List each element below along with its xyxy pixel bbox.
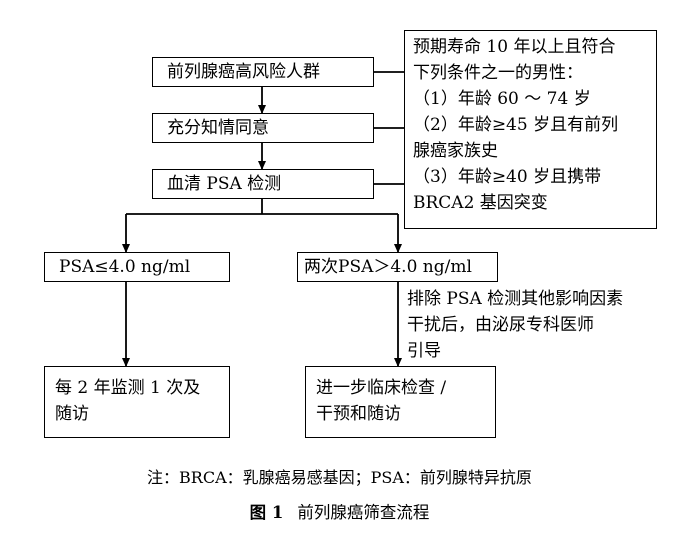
psa-test-text: 血清 PSA 检测 (167, 174, 282, 194)
criteria-line: 预期寿命 10 年以上且符合 (413, 37, 616, 57)
criteria-line: （3）年龄≥40 岁且携带 (413, 167, 602, 187)
further-line: 进一步临床检查 / (316, 378, 447, 398)
abbreviation-note: 注：BRCA：乳腺癌易感基因；PSA：前列腺特异抗原 (147, 468, 532, 487)
monitor-line: 每 2 年监测 1 次及 (55, 378, 201, 398)
criteria-line: BRCA2 基因突变 (413, 193, 548, 213)
high-risk-box: 前列腺癌高风险人群 (152, 57, 374, 87)
consent-box: 充分知情同意 (152, 113, 374, 143)
criteria-line: 腺癌家族史 (413, 141, 498, 161)
psa-low-box: PSA≤4.0 ng/ml (44, 252, 230, 282)
figure-label: 图 1 (249, 503, 284, 522)
further-exam-box: 进一步临床检查 / 干预和随访 (305, 366, 496, 438)
high-risk-text: 前列腺癌高风险人群 (167, 62, 320, 82)
eligibility-criteria-box: 预期寿命 10 年以上且符合 下列条件之一的男性： （1）年龄 60 ～ 74 … (404, 30, 657, 229)
edge-label-line: 排除 PSA 检测其他影响因素 (407, 289, 624, 309)
monitor-line: 随访 (55, 404, 89, 424)
criteria-line: （1）年龄 60 ～ 74 岁 (413, 89, 591, 109)
monitor-box: 每 2 年监测 1 次及 随访 (44, 366, 230, 438)
consent-text: 充分知情同意 (167, 118, 269, 138)
psa-test-box: 血清 PSA 检测 (152, 169, 374, 199)
further-line: 干预和随访 (316, 404, 401, 424)
psa-high-text: 两次PSA＞4.0 ng/ml (304, 257, 472, 277)
edge-label-line: 干扰后，由泌尿专科医师 (407, 315, 594, 335)
figure-title: 前列腺癌筛查流程 (297, 503, 430, 522)
criteria-line: （2）年龄≥45 岁且有前列 (413, 115, 619, 135)
exclusion-edge-label: 排除 PSA 检测其他影响因素 干扰后，由泌尿专科医师 引导 (407, 286, 623, 364)
edge-label-line: 引导 (407, 341, 441, 361)
psa-high-box: 两次PSA＞4.0 ng/ml (297, 252, 498, 282)
criteria-line: 下列条件之一的男性： (413, 63, 583, 83)
figure-caption: 图 1 前列腺癌筛查流程 (0, 499, 679, 523)
psa-low-text: PSA≤4.0 ng/ml (59, 257, 191, 277)
